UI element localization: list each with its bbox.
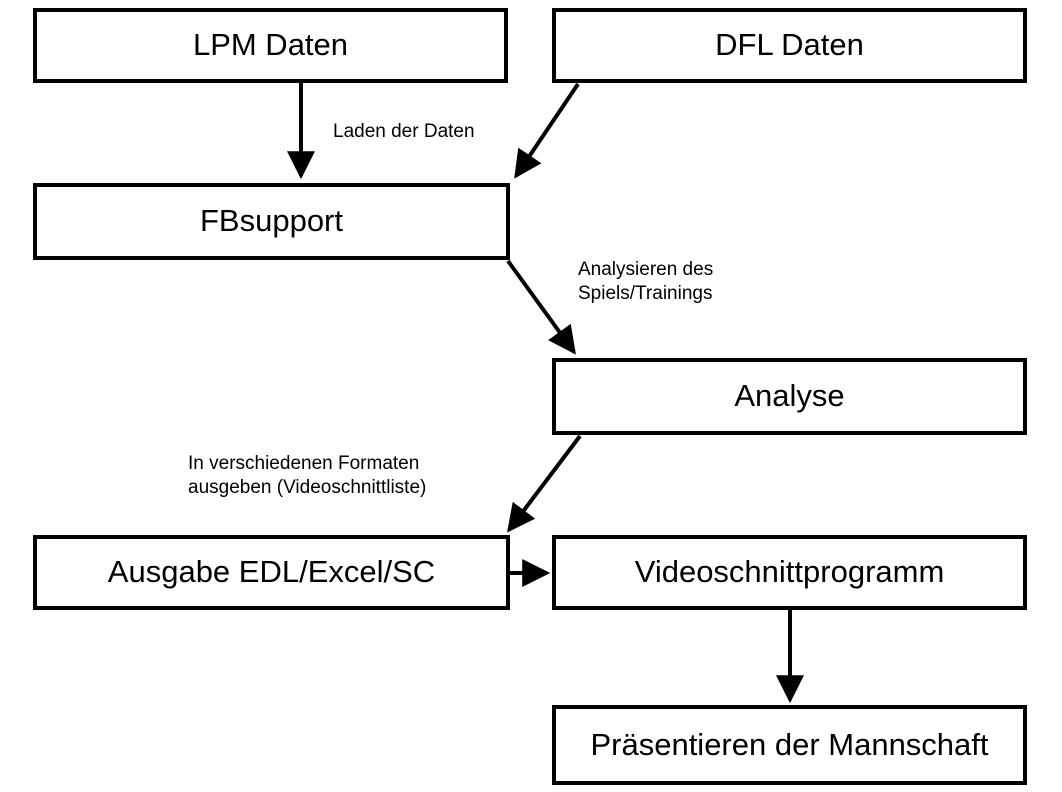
node-dfl-daten[interactable]: DFL Daten <box>552 8 1027 83</box>
edge-label-laden-der-daten: Laden der Daten <box>333 121 475 142</box>
arrow-fbsupport-to-analyse <box>506 259 576 355</box>
node-lpm-daten[interactable]: LPM Daten <box>33 8 508 83</box>
node-praesentieren-der-mannschaft[interactable]: Präsentieren der Mannschaft <box>552 705 1027 785</box>
edge-label-analysieren-des-spiels-trainings: Analysieren des Spiels/Trainings <box>578 259 714 304</box>
edge-label-in-verschiedenen-formaten-ausgeben: In verschiedenen Formaten ausgeben (Vide… <box>188 453 427 498</box>
node-lpm-daten-label: LPM Daten <box>192 27 349 63</box>
node-fbsupport[interactable]: FBsupport <box>33 183 510 260</box>
node-fbsupport-label: FBsupport <box>199 203 343 239</box>
node-analyse[interactable]: Analyse <box>552 358 1027 435</box>
node-videoschnittprogramm[interactable]: Videoschnittprogramm <box>552 535 1027 610</box>
node-ausgabe-edl-excel-sc-label: Ausgabe EDL/Excel/SC <box>107 554 436 590</box>
arrow-dfl-to-fbsupport <box>514 82 580 179</box>
arrow-analyse-to-ausgabe <box>507 434 582 533</box>
node-videoschnittprogramm-label: Videoschnittprogramm <box>634 554 945 590</box>
node-analyse-label: Analyse <box>734 378 845 414</box>
node-dfl-daten-label: DFL Daten <box>715 27 864 63</box>
node-praesentieren-der-mannschaft-label: Präsentieren der Mannschaft <box>590 726 989 762</box>
node-ausgabe-edl-excel-sc[interactable]: Ausgabe EDL/Excel/SC <box>33 535 510 610</box>
